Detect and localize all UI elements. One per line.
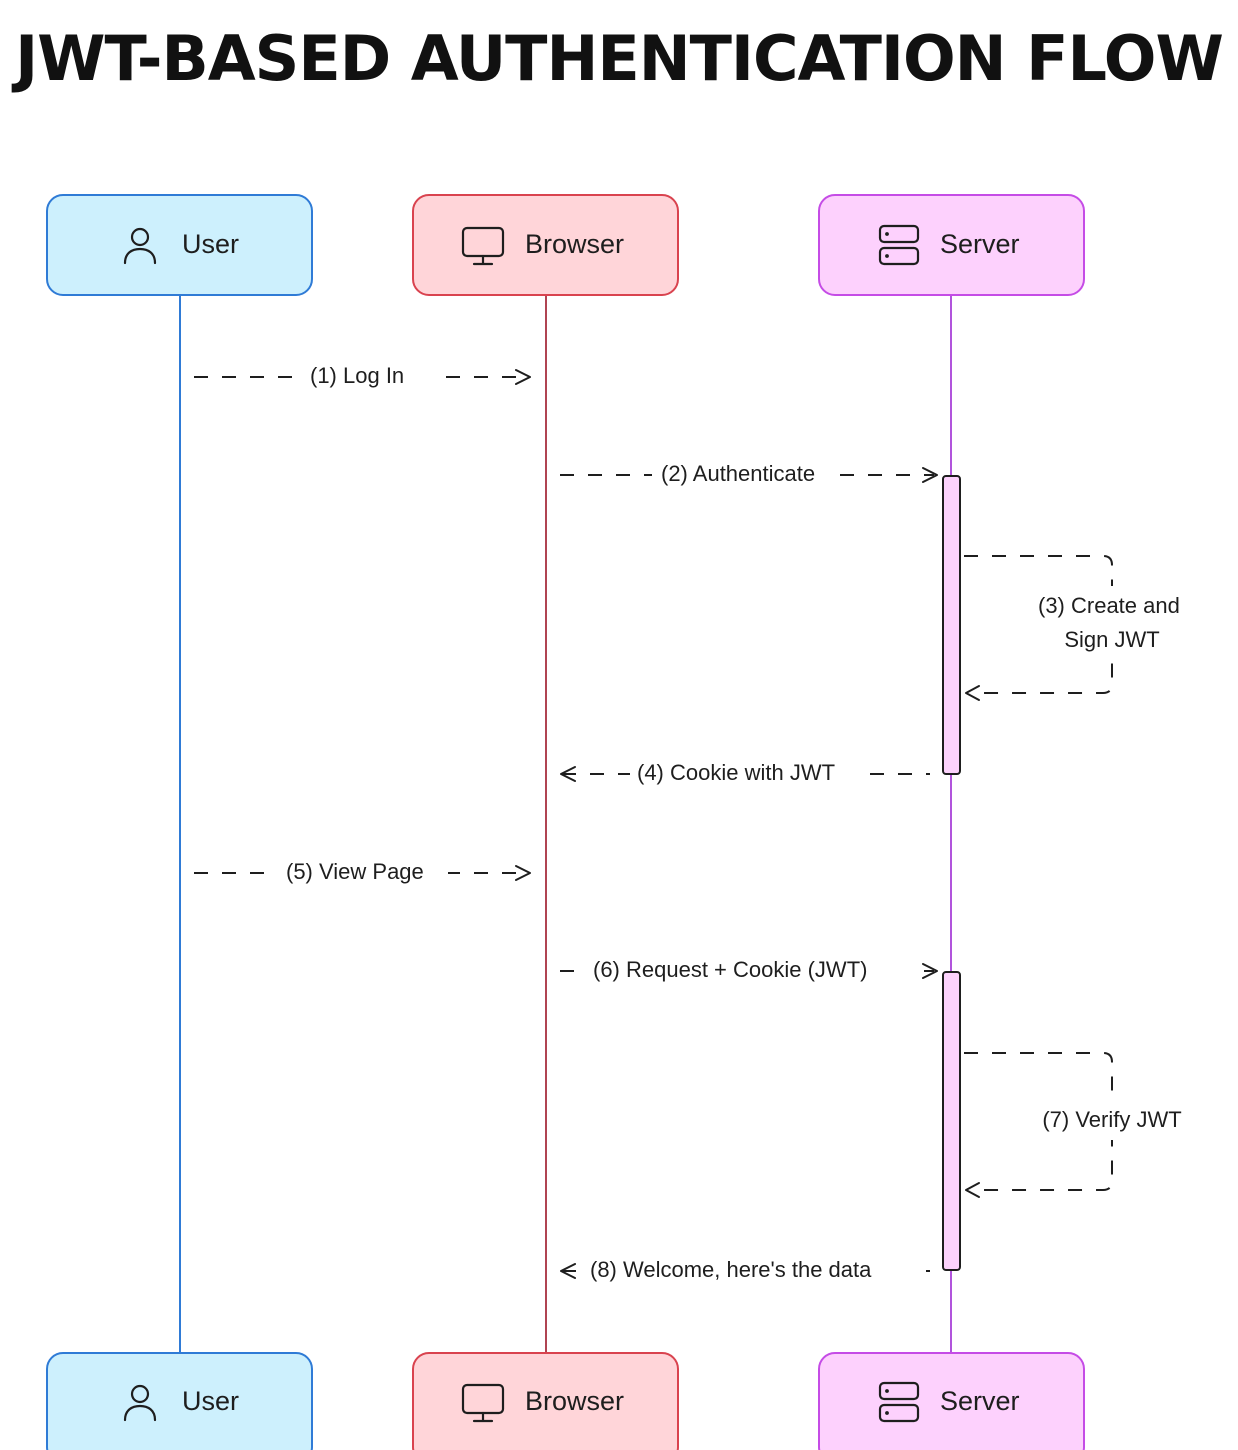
actor-label: Server (940, 1386, 1020, 1416)
server-activation-bar (942, 971, 961, 1271)
diagram-title: JWT-BASED AUTHENTICATION FLOW (15, 22, 1224, 95)
message-6-arrow: (6) Request + Cookie (JWT) (560, 952, 938, 988)
message-7-self-arrow: (7) Verify JWT (964, 1052, 1198, 1198)
message-3-self-arrow: (3) Create and Sign JWT (964, 555, 1198, 701)
actor-server-bottom: Server (818, 1352, 1085, 1450)
server-icon (878, 1381, 920, 1423)
user-icon (123, 227, 157, 265)
actor-label: Server (940, 229, 1020, 259)
message-1-arrow: (1) Log In (194, 358, 531, 394)
user-icon (123, 1384, 157, 1422)
actor-label: Browser (525, 229, 624, 259)
message-1-label: (1) Log In (310, 363, 404, 388)
monitor-icon (461, 226, 505, 266)
actor-browser-bottom: Browser (412, 1352, 679, 1450)
actor-label: User (182, 1386, 239, 1416)
actor-server-top: Server (818, 194, 1085, 296)
actor-user-bottom: User (46, 1352, 313, 1450)
actor-browser-top: Browser (412, 194, 679, 296)
actor-label: Browser (525, 1386, 624, 1416)
server-activation-bar (942, 475, 961, 775)
actor-user-top: User (46, 194, 313, 296)
message-5-arrow: (5) View Page (194, 854, 531, 890)
actor-label: User (182, 229, 239, 259)
message-8-arrow: (8) Welcome, here's the data (560, 1252, 930, 1288)
server-icon (878, 224, 920, 266)
message-4-arrow: (4) Cookie with JWT (560, 756, 930, 792)
message-4-label: (4) Cookie with JWT (637, 760, 835, 785)
message-7-label: (7) Verify JWT (1042, 1107, 1181, 1132)
message-8-label: (8) Welcome, here's the data (590, 1257, 872, 1282)
message-2-arrow: (2) Authenticate (560, 456, 938, 492)
message-6-label: (6) Request + Cookie (JWT) (593, 957, 867, 982)
message-2-label: (2) Authenticate (661, 461, 815, 486)
message-3-label: (3) Create and Sign JWT (1038, 593, 1186, 652)
monitor-icon (461, 1383, 505, 1423)
message-5-label: (5) View Page (286, 859, 424, 884)
